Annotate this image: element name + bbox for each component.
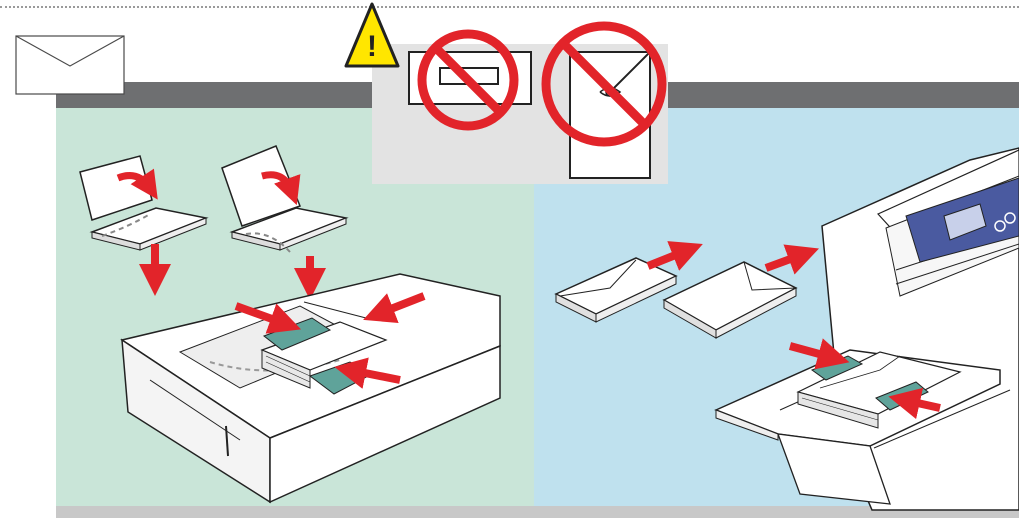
warning-glyph: ! — [367, 30, 377, 63]
top-dotted-rule — [0, 6, 1019, 8]
bypass-envelope-left — [554, 241, 703, 323]
control-panel — [905, 177, 1019, 263]
tray-envelope-stack — [260, 321, 388, 389]
no-window-envelope-icon — [408, 29, 532, 131]
no-clasp-envelope-icon — [541, 21, 667, 179]
bypass-envelope-right — [662, 244, 820, 339]
envelope-fold-left — [79, 155, 209, 296]
warning-triangle-icon: ! — [344, 2, 400, 68]
envelope-fold-right — [221, 145, 349, 300]
arrow-guide-left — [234, 302, 302, 334]
arrow-guide-right — [363, 292, 426, 324]
arrow-bypass-right — [888, 387, 941, 420]
envelope-icon — [15, 35, 125, 95]
arrow-guide-front — [334, 357, 401, 389]
arrow-bypass-left — [788, 338, 850, 370]
paper-tray — [120, 273, 501, 504]
footer-bar — [56, 506, 1019, 518]
